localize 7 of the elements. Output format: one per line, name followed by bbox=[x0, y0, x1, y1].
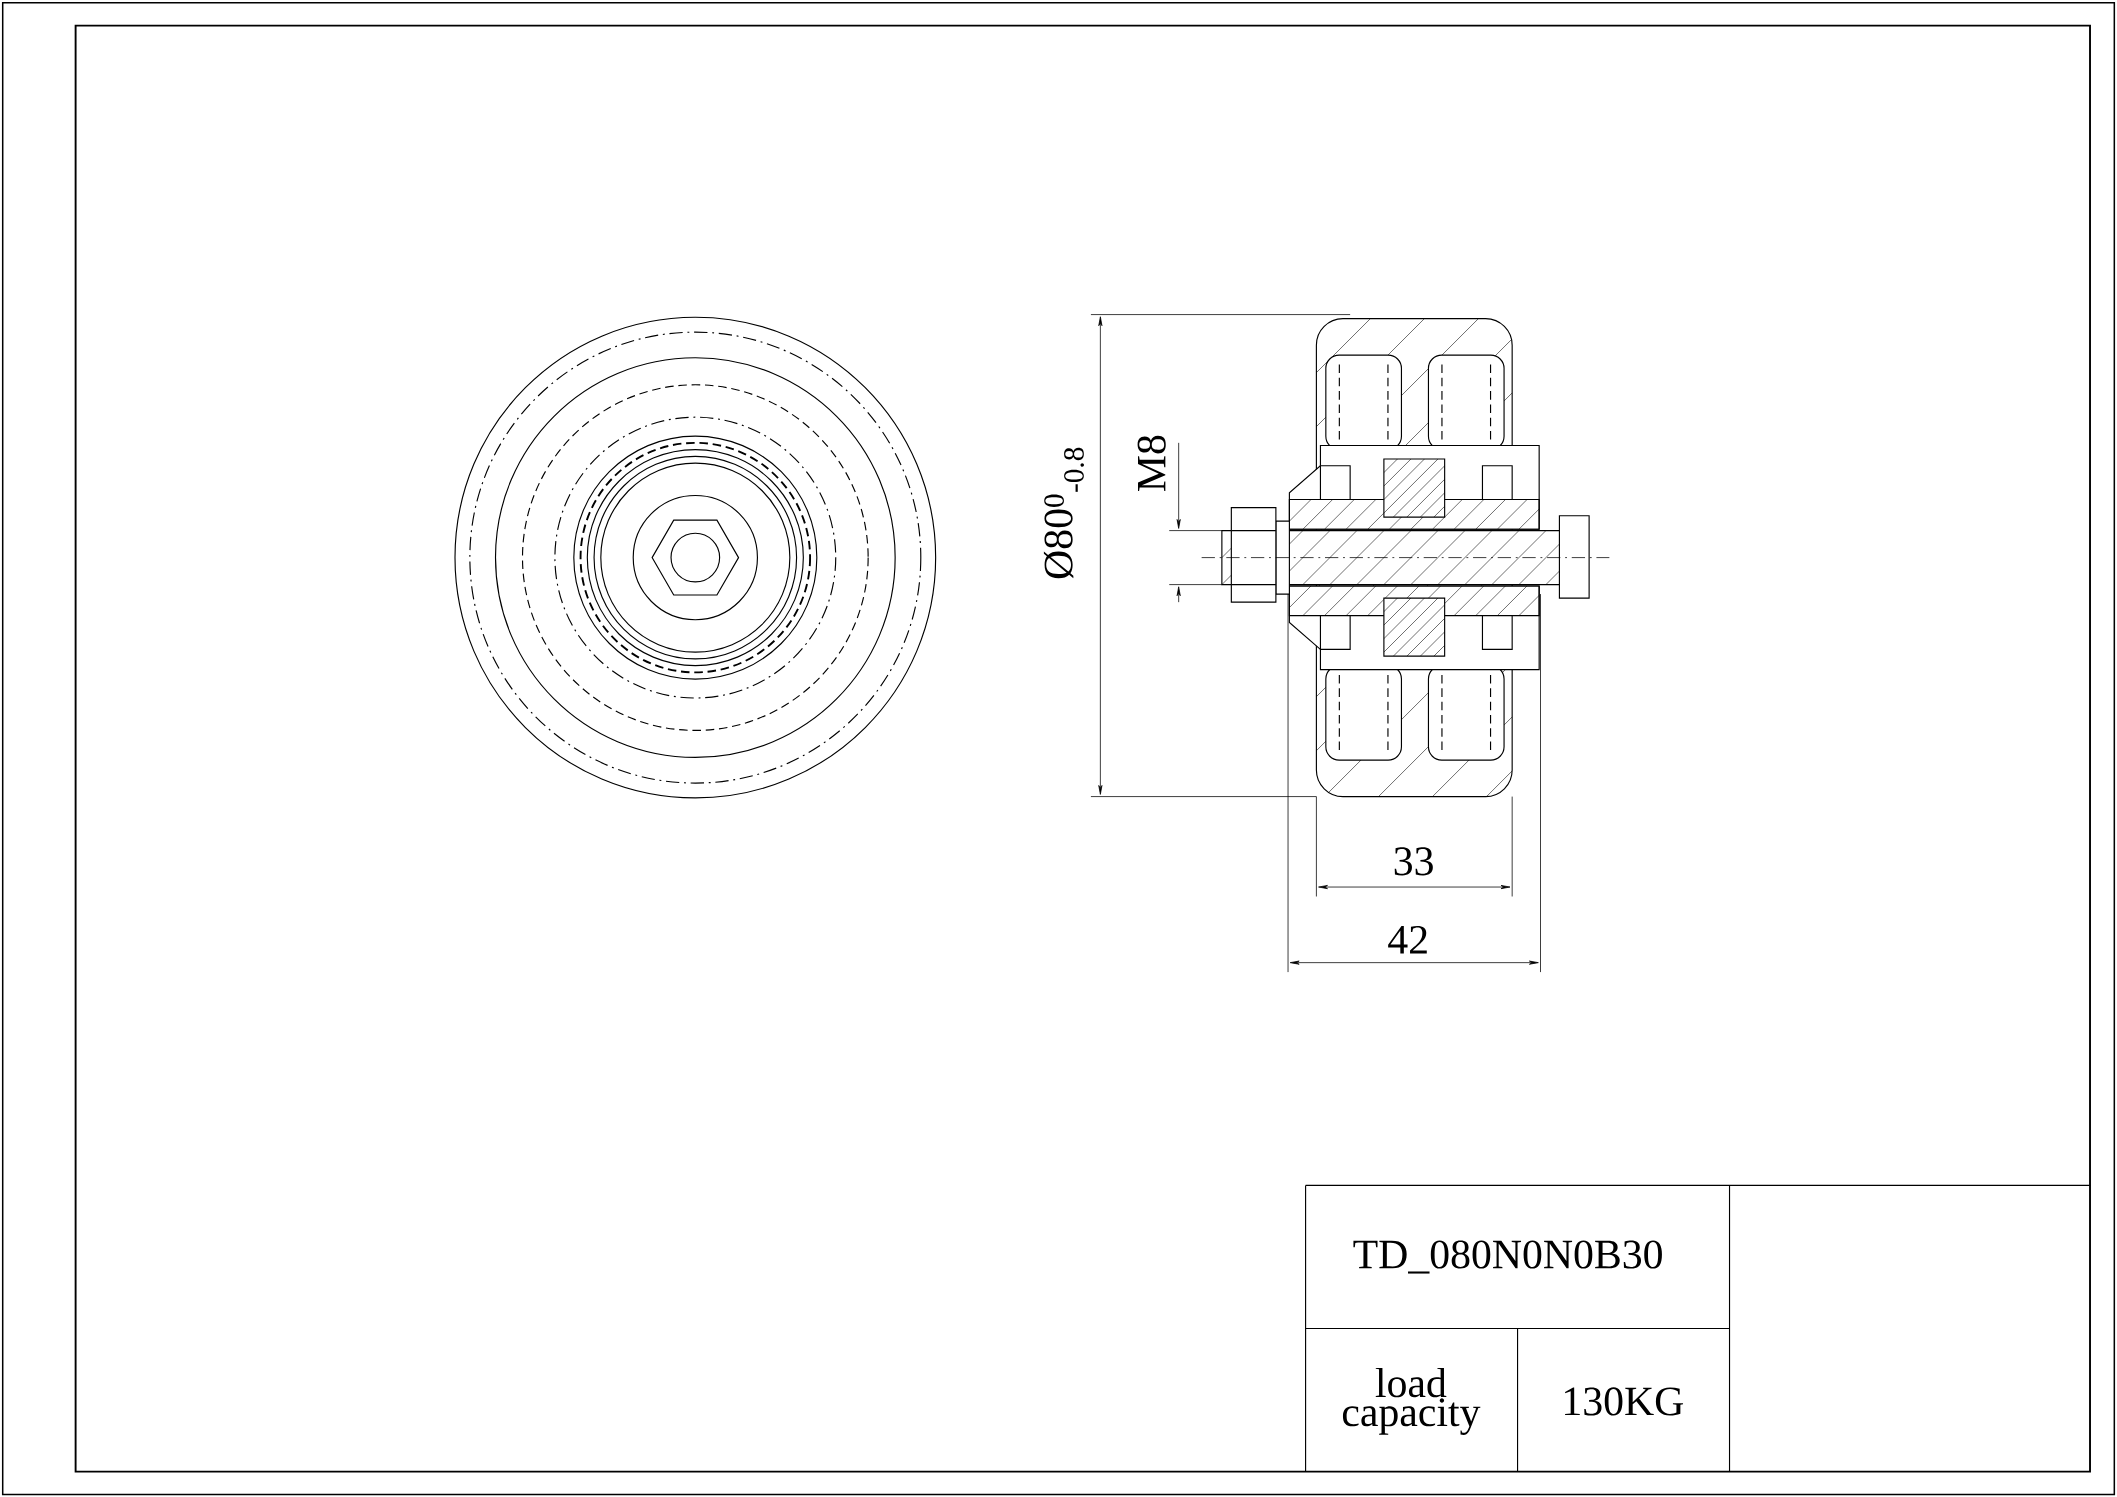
dimension-label: 42 bbox=[1388, 925, 1427, 954]
dimension-label: 33 bbox=[1394, 847, 1433, 876]
table-cell-text: load capacity bbox=[1342, 1367, 1481, 1435]
dimension-label: M8 bbox=[1137, 435, 1166, 491]
part-number: TD_080N0N0B30 bbox=[1353, 1240, 1662, 1274]
dimension-label: Ø80$^{0}$-0.8 bbox=[1043, 447, 1084, 579]
table-cell-text: 130KG bbox=[1565, 1387, 1684, 1416]
